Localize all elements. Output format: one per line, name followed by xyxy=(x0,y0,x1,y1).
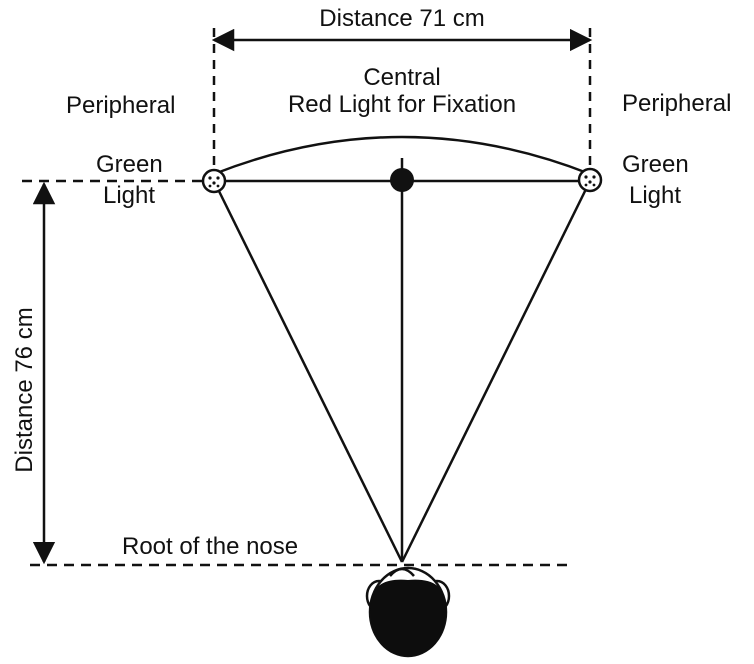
left-sight-line xyxy=(212,180,404,563)
side-distance-label: Distance 76 cm xyxy=(11,307,38,472)
right-peripheral-label: Peripheral xyxy=(622,90,731,117)
top-distance-dimension: Distance 71 cm xyxy=(211,5,593,172)
left-peripheral-green-light xyxy=(201,168,227,194)
right-sight-line xyxy=(400,180,592,563)
dotted-circle-icon xyxy=(201,168,227,194)
central-red-fixation-light xyxy=(390,168,414,192)
right-green-label: Green xyxy=(622,151,689,178)
left-peripheral-label: Peripheral xyxy=(66,92,175,119)
left-green-label: Green xyxy=(96,151,163,178)
right-light-label: Light xyxy=(629,182,681,209)
central-label-line1: Central xyxy=(363,64,440,91)
side-distance-dimension: Distance 76 cm xyxy=(11,181,56,565)
central-label-line2: Red Light for Fixation xyxy=(288,91,516,118)
perimeter-arc xyxy=(213,135,591,176)
head-top-view-icon xyxy=(365,566,451,658)
dotted-circle-icon xyxy=(577,167,603,193)
root-of-nose-label: Root of the nose xyxy=(122,533,298,560)
top-distance-label: Distance 71 cm xyxy=(319,5,484,32)
left-light-label: Light xyxy=(103,182,155,209)
right-peripheral-green-light xyxy=(577,167,603,193)
